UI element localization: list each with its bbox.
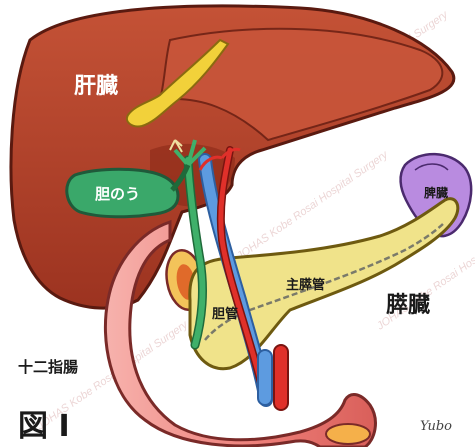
label-spleen: 脾臓 <box>424 185 448 200</box>
signature: Yubo <box>420 419 452 434</box>
vena <box>258 350 272 405</box>
label-pancreas: 膵臓 <box>386 293 430 318</box>
label-bile-duct: 胆管 <box>212 306 238 322</box>
label-gallbladder: 胆のう <box>95 185 140 203</box>
figure-number: 図 I <box>18 409 70 444</box>
aorta <box>274 345 288 410</box>
label-main-pancreatic-duct: 主膵管 <box>286 277 325 293</box>
label-duodenum: 十二指腸 <box>18 358 78 376</box>
label-liver: 肝臓 <box>74 74 118 99</box>
duodenum-end <box>326 424 370 444</box>
